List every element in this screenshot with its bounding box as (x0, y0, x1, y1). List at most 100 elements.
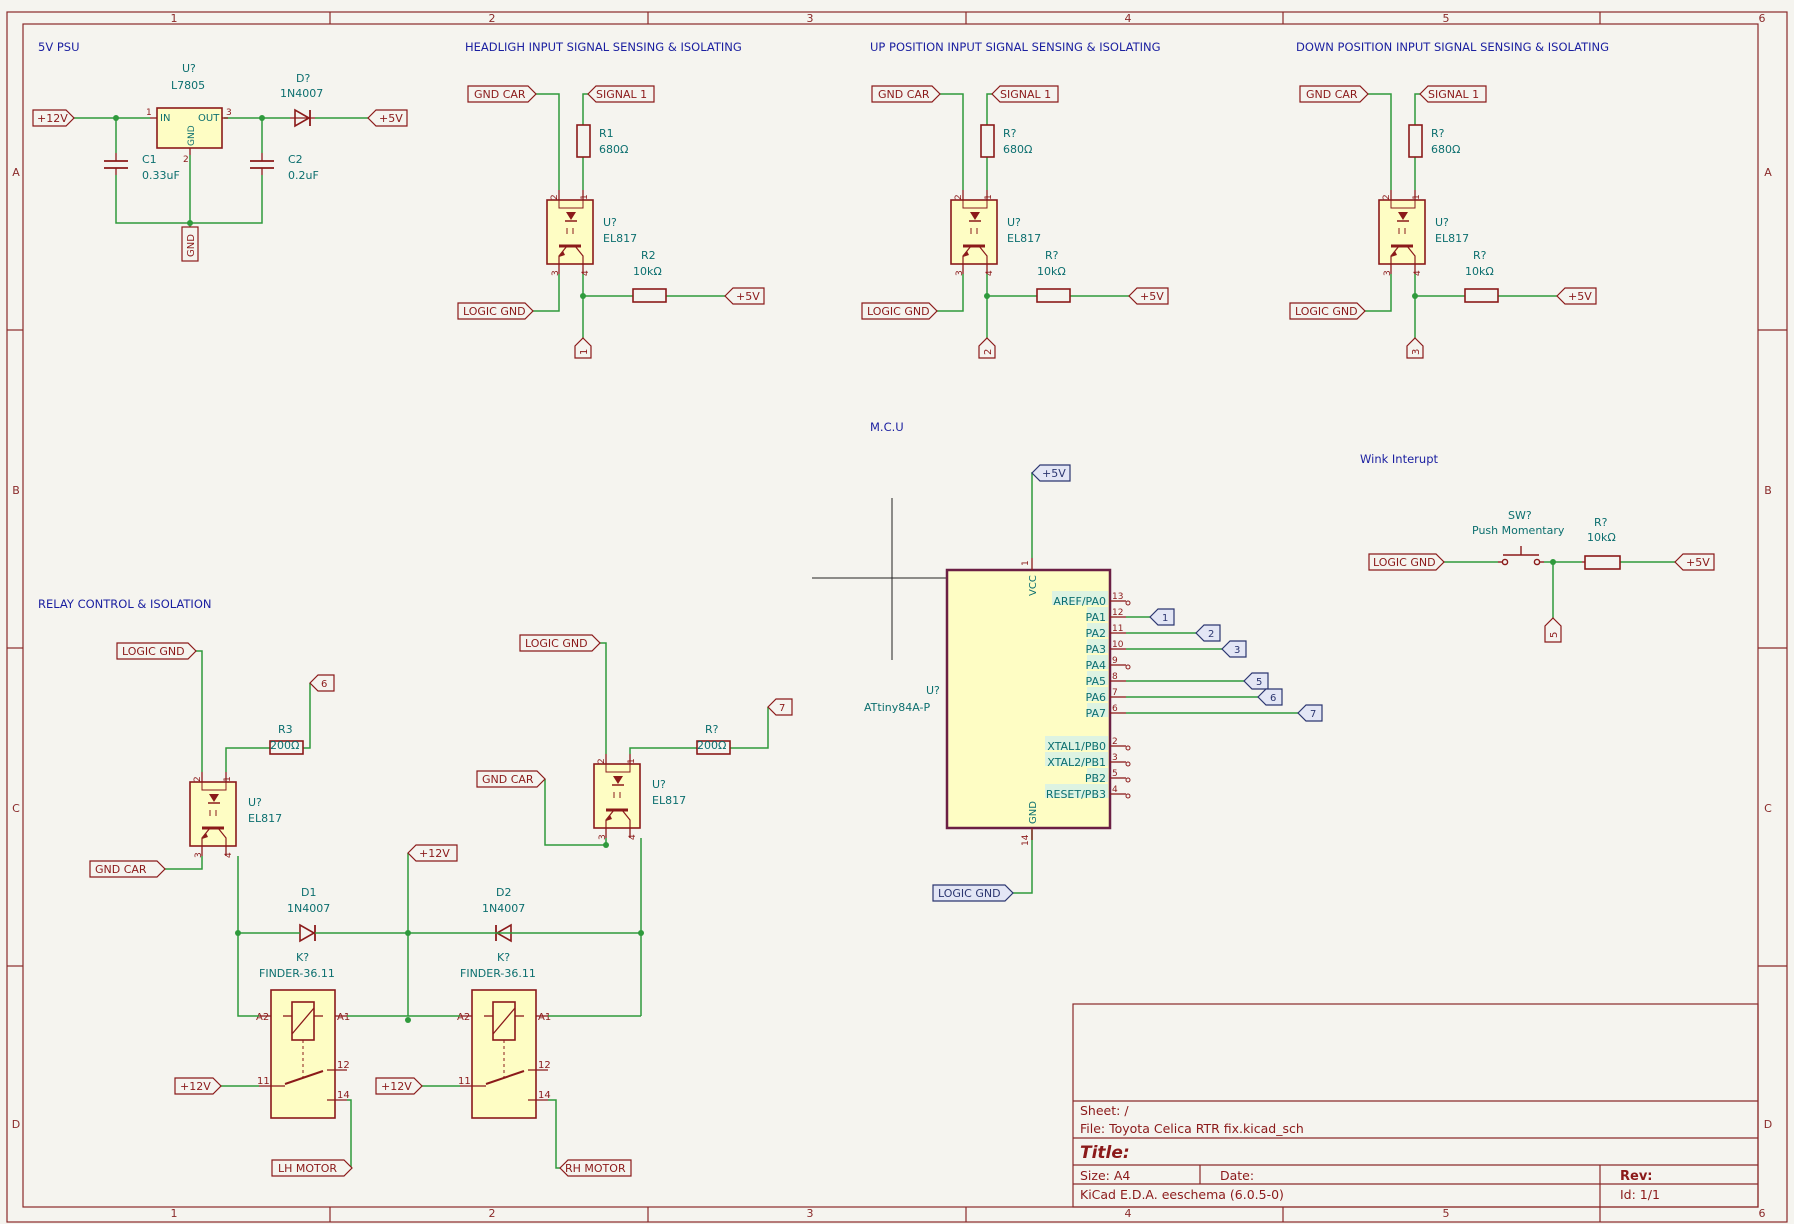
mcu-pin-pa6[interactable]: PA6 7 6 (1086, 687, 1283, 706)
col-label: 5 (1443, 12, 1450, 25)
component-value: ATtiny84A-P (864, 701, 930, 714)
capacitor-c1[interactable] (104, 153, 128, 175)
component-value: 10kΩ (1037, 265, 1066, 278)
pin-name: A2 (457, 1012, 470, 1023)
component-value: EL817 (603, 232, 637, 245)
pin-number: 4 (985, 270, 995, 276)
component-value: 10kΩ (633, 265, 662, 278)
net-label-signal-text: SIGNAL 1 (596, 88, 647, 101)
row-label: B (1764, 484, 1772, 497)
net-label-logic-gnd-text: LOGIC GND (867, 305, 930, 318)
net-label-motor: RH MOTOR (559, 1159, 632, 1177)
title-block-sheet: Sheet: / (1080, 1103, 1129, 1118)
component-value: EL817 (248, 812, 282, 825)
ref-designator: U? (248, 796, 262, 809)
row-label: A (1764, 166, 1772, 179)
net-label-signal: SIGNAL 1 (587, 85, 655, 103)
title-block-kicad: KiCad E.D.A. eeschema (6.0.5-0) (1080, 1187, 1284, 1202)
pin-number: 6 (1112, 704, 1118, 714)
ref-designator: U? (182, 62, 196, 75)
component-value: 680Ω (1431, 143, 1460, 156)
pin-number: 7 (1112, 688, 1118, 698)
resistor[interactable]: R? 680Ω (1408, 124, 1460, 158)
drawing-frame (6, 11, 1788, 1223)
power-label-5v: +5V (367, 109, 408, 127)
component-value: 10kΩ (1465, 265, 1494, 278)
component-value: 1N4007 (482, 902, 525, 915)
section-title-down: DOWN POSITION INPUT SIGNAL SENSING & ISO… (1296, 40, 1609, 54)
capacitor-c2[interactable] (250, 153, 274, 175)
hier-label-net: 7 (767, 698, 793, 716)
pin-name: PA6 (1086, 691, 1106, 704)
power-label-text: LOGIC GND (938, 887, 1001, 900)
resistor[interactable]: R2 10kΩ (632, 249, 667, 303)
net-label-logic-gnd: LOGIC GND (861, 302, 938, 320)
component-value: 200Ω (270, 739, 299, 752)
ref-designator: R? (1431, 127, 1445, 140)
hier-label-2: 2 (1195, 624, 1221, 642)
pin-number: 1 (984, 194, 994, 200)
hier-label-text: 6 (1270, 693, 1276, 704)
psu-section: IN OUT GND 1 3 2 U? L7805 D? 1N4007 C1 0… (32, 62, 408, 262)
push-button-switch[interactable] (1498, 546, 1544, 566)
ref-designator: U? (926, 684, 940, 697)
ref-designator: K? (296, 951, 309, 964)
hier-label-1: 1 (1149, 608, 1175, 626)
row-label: A (12, 166, 20, 179)
net-label-motor-text: LH MOTOR (278, 1162, 337, 1175)
component-value: FINDER-36.11 (460, 967, 536, 980)
hier-label-text: 5 (1256, 677, 1262, 688)
resistor[interactable]: R?200Ω (696, 723, 731, 755)
pin-number: 14 (1021, 834, 1031, 846)
net-label-gnd-car-text: GND CAR (474, 88, 526, 101)
power-label-text: GND (186, 234, 197, 257)
resistor[interactable]: R?680Ω (980, 124, 1032, 158)
pin-number: 11 (458, 1076, 471, 1087)
gnd-label-psu: GND (181, 226, 199, 262)
hier-label-out-text: 2 (983, 349, 994, 355)
pin-number: 1 (223, 776, 233, 782)
resistor[interactable]: R?10kΩ (1464, 249, 1499, 303)
ref-designator: U? (1007, 216, 1021, 229)
resistor[interactable]: R?10kΩ (1036, 249, 1071, 303)
title-block-date: Date: (1220, 1168, 1254, 1183)
regulator-l7805[interactable]: IN OUT GND 1 3 2 U? L7805 (146, 62, 232, 165)
ref-designator: R2 (641, 249, 656, 262)
net-label-logic-gnd-text: LOGIC GND (1295, 305, 1358, 318)
title-block-id: Id: 1/1 (1620, 1187, 1660, 1202)
ref-designator: R? (1594, 516, 1608, 529)
row-label: B (12, 484, 20, 497)
component-value: 680Ω (1003, 143, 1032, 156)
net-label-signal-text: SIGNAL 1 (1000, 88, 1051, 101)
pin-number: 4 (628, 834, 638, 840)
pin-name: PA5 (1086, 675, 1106, 688)
hier-label-out: 3 (1406, 337, 1424, 359)
hier-label-out-text: 1 (579, 349, 590, 355)
power-label-text: +5V (1042, 467, 1066, 480)
pin-name: IN (160, 113, 170, 124)
resistor-wink[interactable] (1582, 555, 1621, 570)
diode-psu[interactable]: D? 1N4007 (280, 72, 323, 128)
